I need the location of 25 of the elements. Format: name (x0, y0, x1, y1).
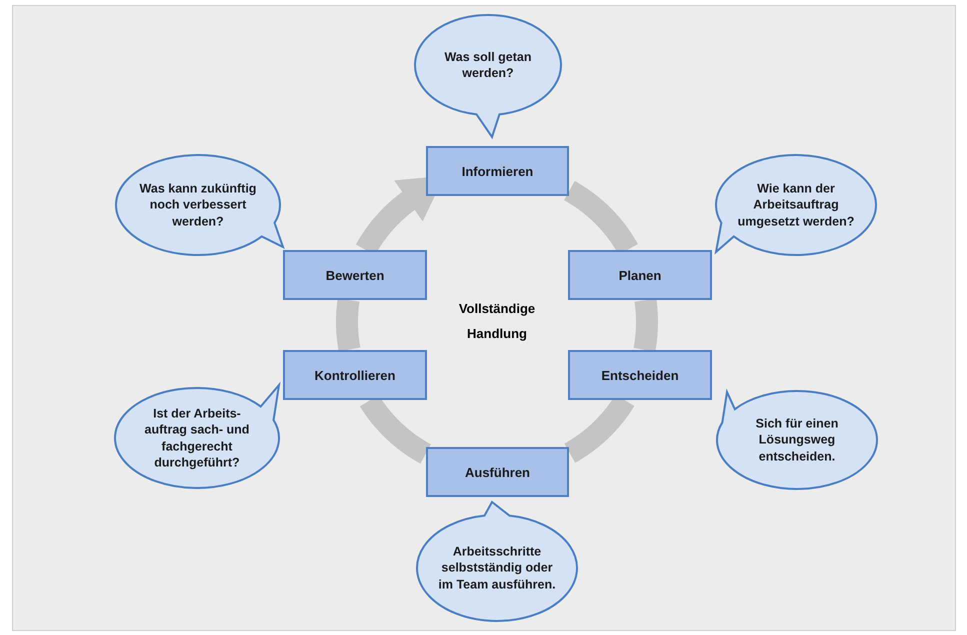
center-label: Vollständige Handlung (458, 300, 536, 343)
question-text: Ist der Arbeits- auftrag sach- und fachgerecht durchgeführt? (144, 406, 250, 470)
step-label: Planen (618, 268, 662, 282)
step-label: Informieren (462, 164, 534, 178)
speech-bubble (715, 389, 879, 491)
question-text: Sich für einen Lösungsweg entscheiden. (754, 416, 840, 464)
question-text: Was soll getan werden? (443, 48, 533, 82)
speech-bubble (114, 153, 285, 257)
step-label: Entscheiden (601, 368, 679, 382)
speech-bubble (714, 153, 878, 257)
step-box (568, 350, 712, 400)
step-label: Kontrollieren (314, 368, 396, 382)
step-box (426, 146, 569, 196)
step-box (426, 447, 569, 497)
step-box (568, 250, 712, 300)
speech-bubble (415, 500, 579, 623)
question-text: Wie kann der Arbeitsauftrag umgesetzt werden? (736, 180, 856, 230)
step-box (283, 350, 427, 400)
step-label: Ausführen (465, 464, 530, 480)
question-text: Arbeitsschritte selbstständig oder im Team ausführen. (437, 544, 557, 592)
step-box (283, 250, 427, 300)
step-label: Bewerten (326, 268, 384, 282)
question-text: Was kann zukünftig noch verbessert werden? (138, 180, 258, 230)
speech-bubble (413, 13, 563, 139)
speech-bubble (113, 383, 281, 490)
